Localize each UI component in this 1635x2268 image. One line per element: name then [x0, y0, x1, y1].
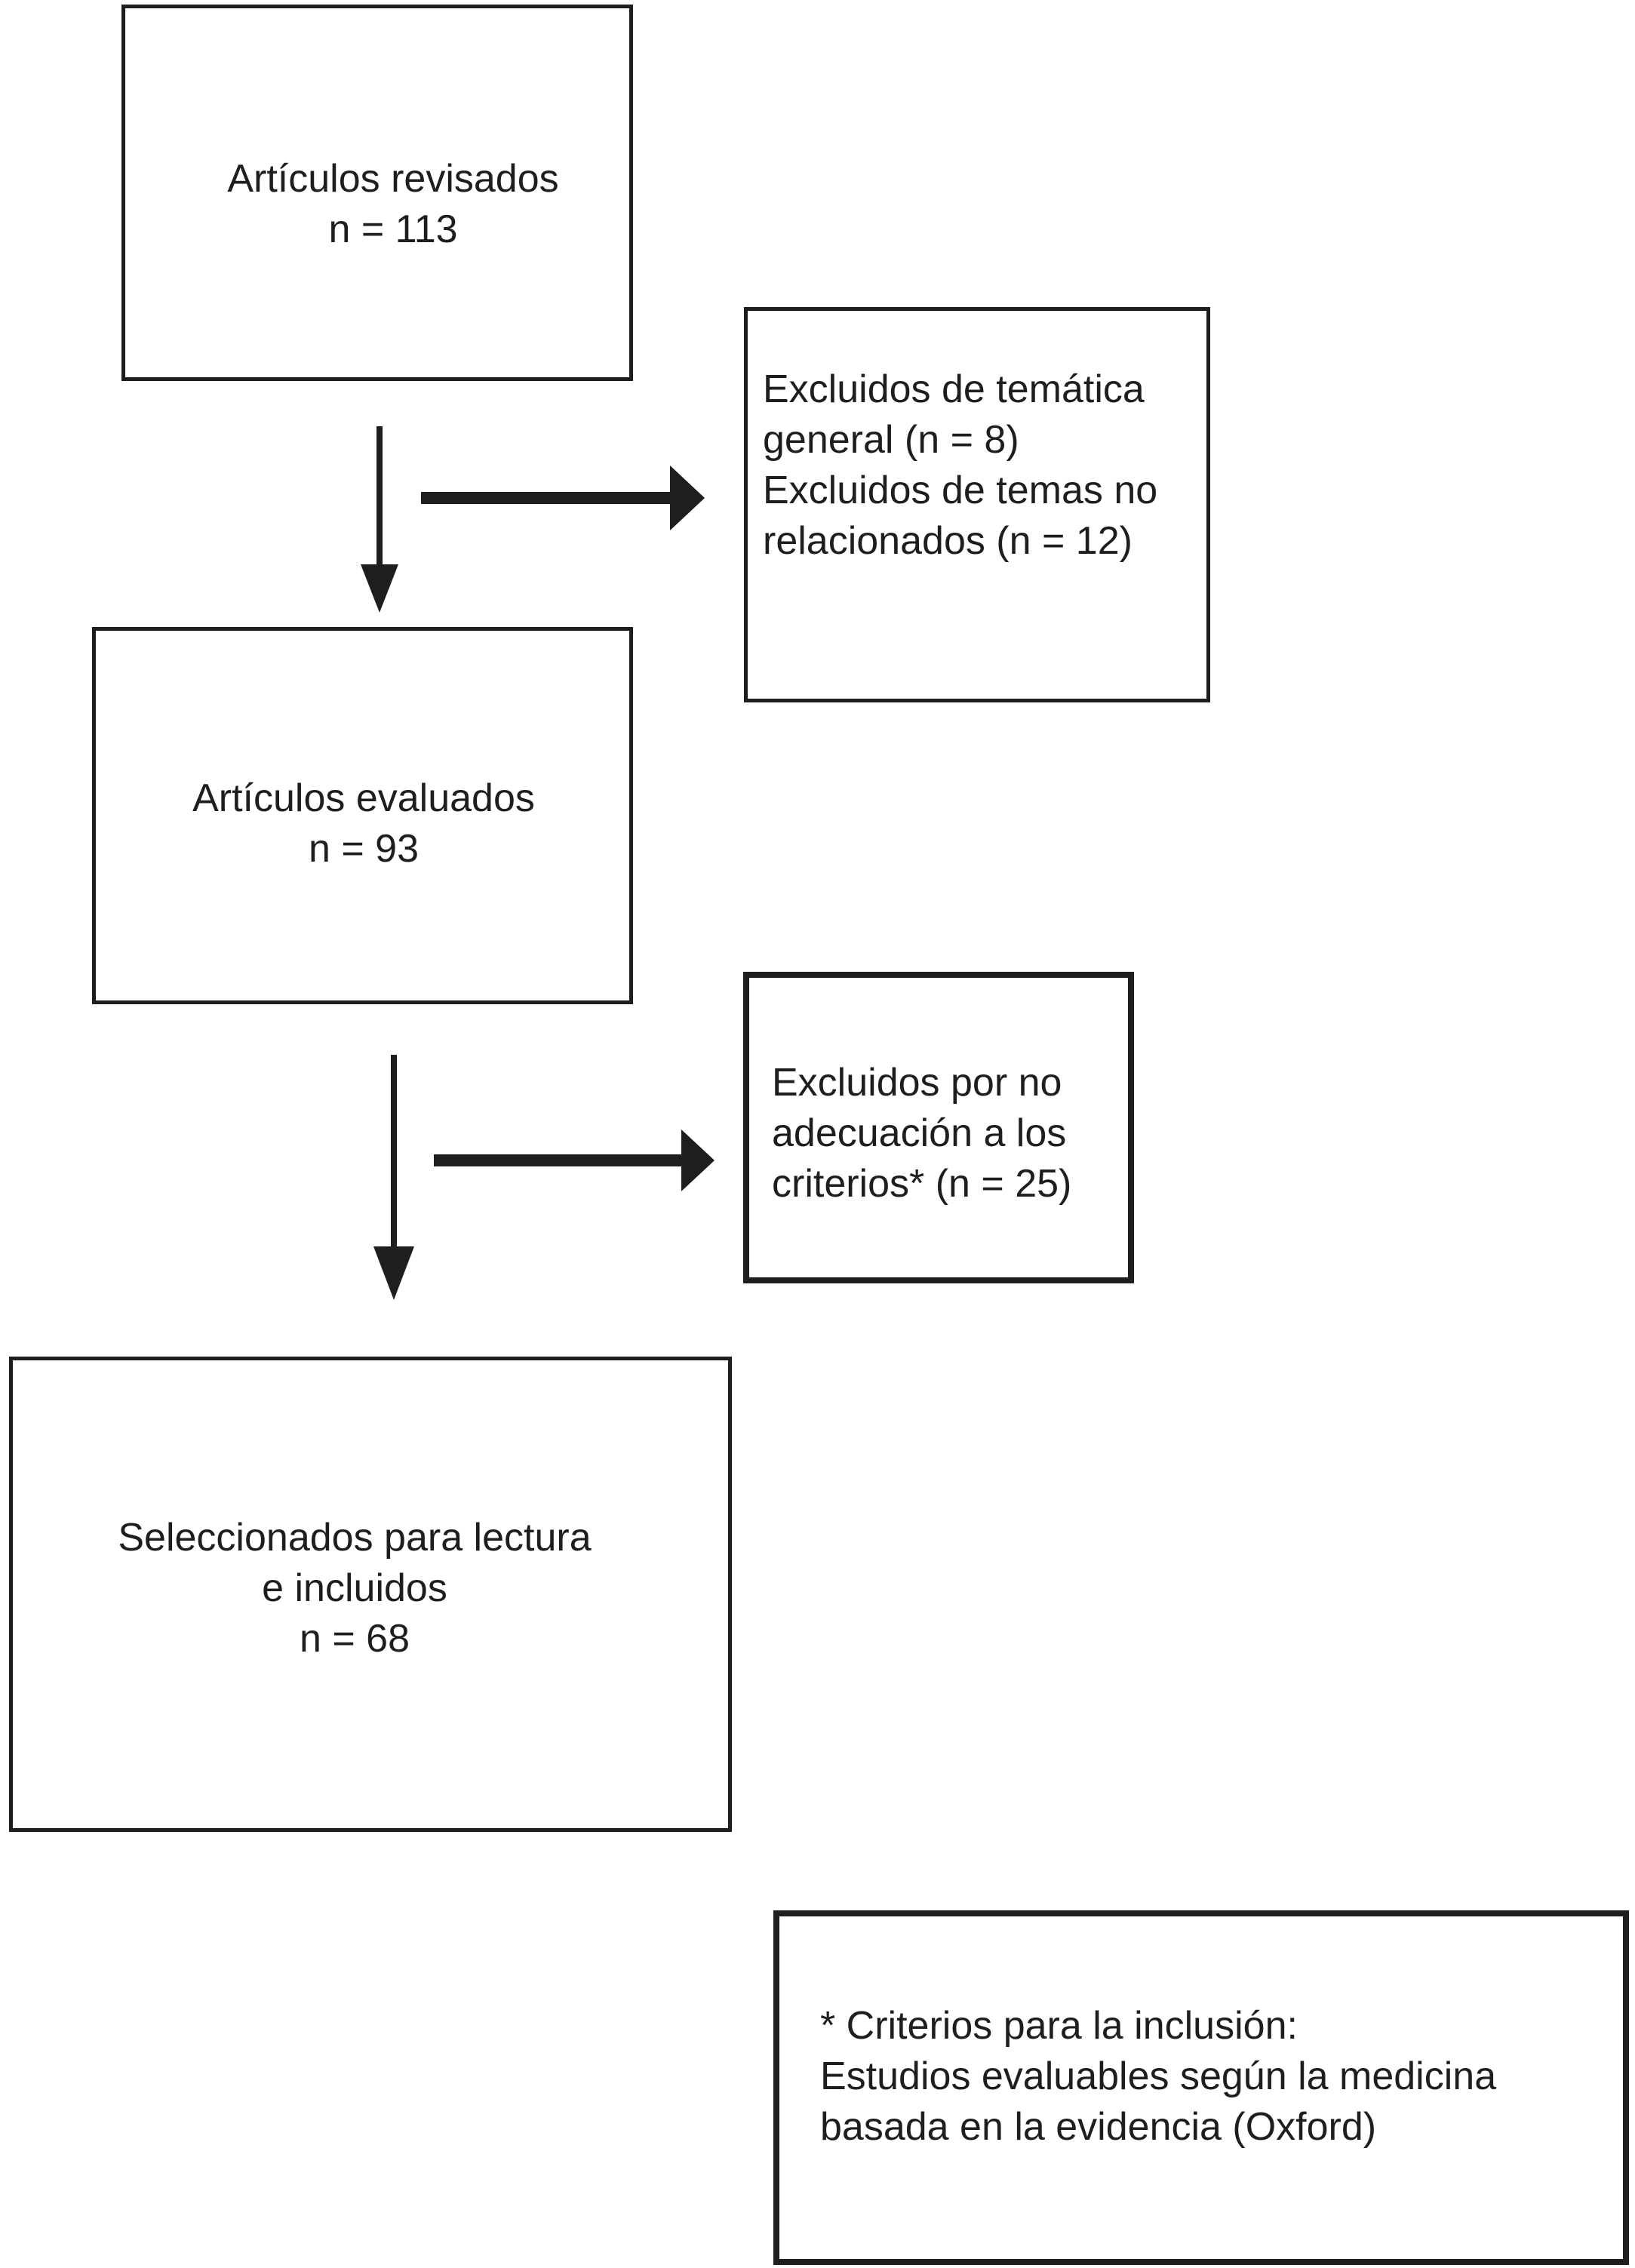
text-articulos-revisados: Artículos revisados n = 113	[121, 154, 665, 255]
count-evaluados: n = 93	[308, 827, 420, 871]
count-revisados: n = 113	[328, 207, 458, 251]
label-evaluados: Artículos evaluados	[192, 776, 535, 820]
label-excluidos-no: Excluidos por no	[772, 1061, 1062, 1105]
label-excluidos-temas: Excluidos de temas no	[763, 469, 1158, 512]
count-seleccionados: n = 68	[299, 1617, 410, 1661]
box-excluidos-tematica	[744, 307, 1210, 702]
count-excluidos-general: general (n = 8)	[763, 418, 1019, 462]
label-incluidos: e incluidos	[262, 1566, 447, 1610]
arrow-right-2-head	[681, 1129, 715, 1191]
box-articulos-evaluados	[92, 627, 633, 1004]
text-excluidos-criterios: Excluidos por no adecuación a los criter…	[772, 1058, 1071, 1209]
label-excluidos-tematica: Excluidos de temática	[763, 367, 1145, 411]
box-excluidos-criterios	[743, 972, 1134, 1283]
label-adecuacion: adecuación a los	[772, 1111, 1067, 1155]
label-criterios-estudios: Estudios evaluables según la medicina	[820, 2054, 1497, 2098]
box-articulos-revisados	[121, 5, 633, 381]
text-criterios-inclusion: * Criterios para la inclusión: Estudios …	[820, 2001, 1496, 2153]
count-excluidos-relacionados: relacionados (n = 12)	[763, 519, 1133, 563]
label-criterios-oxford: basada en la evidencia (Oxford)	[820, 2105, 1377, 2149]
count-excluidos-criterios: criterios* (n = 25)	[772, 1162, 1072, 1206]
label-revisados: Artículos revisados	[227, 157, 559, 201]
arrow-down-2-head	[373, 1246, 414, 1300]
box-criterios-inclusion	[773, 1910, 1629, 2265]
text-seleccionados: Seleccionados para lectura e incluidos n…	[9, 1513, 700, 1664]
label-criterios-title: * Criterios para la inclusión:	[820, 2004, 1298, 2048]
label-seleccionados: Seleccionados para lectura	[118, 1516, 592, 1560]
arrow-down-1-head	[361, 564, 398, 613]
arrow-right-1-head	[670, 466, 705, 530]
text-excluidos-tematica: Excluidos de temática general (n = 8) Ex…	[763, 364, 1157, 567]
box-seleccionados	[9, 1357, 732, 1832]
text-articulos-evaluados: Artículos evaluados n = 93	[92, 773, 635, 874]
